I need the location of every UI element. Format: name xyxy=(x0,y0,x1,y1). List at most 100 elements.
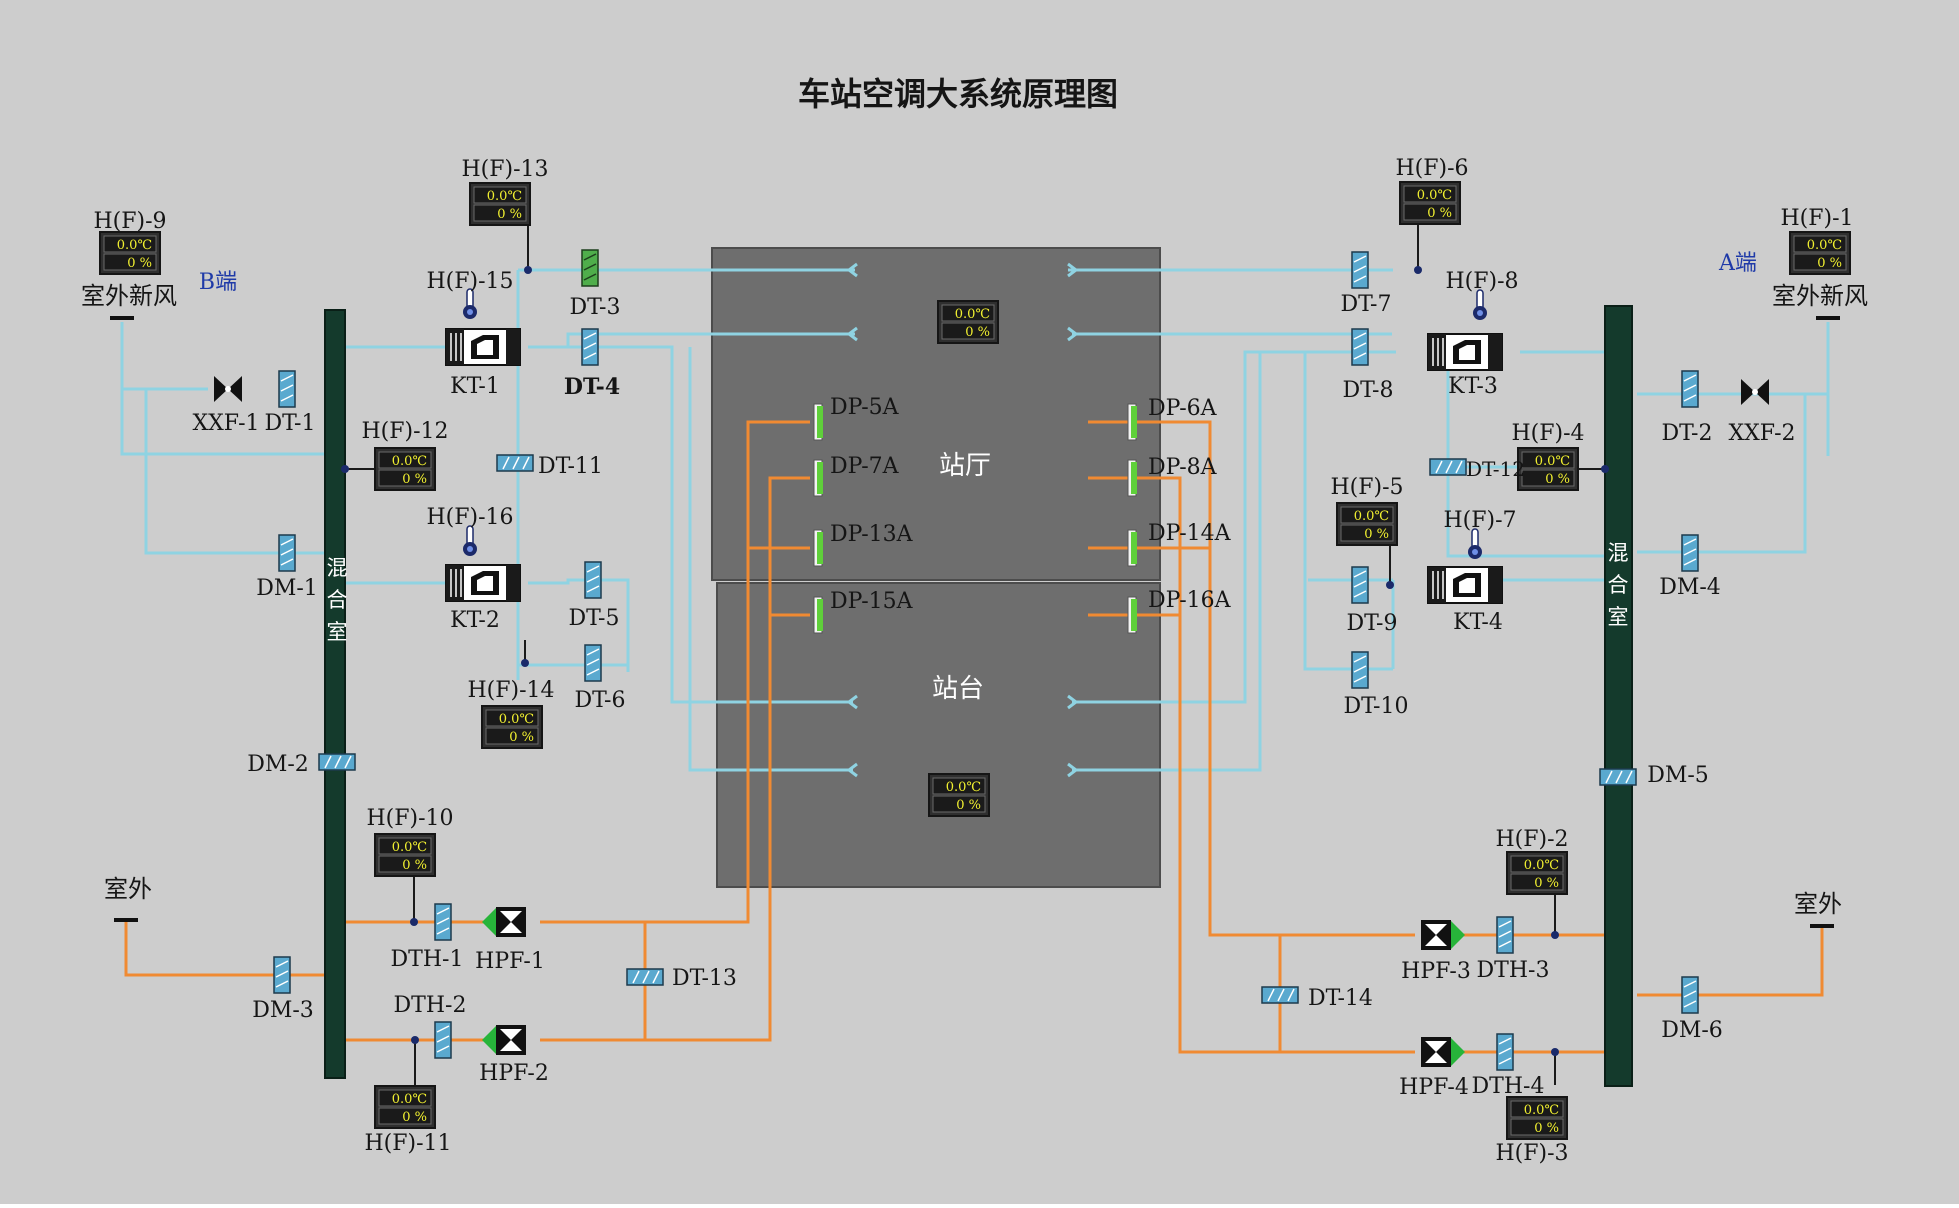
damper-dm-2[interactable] xyxy=(318,753,356,771)
damper-dt-12[interactable] xyxy=(1429,458,1467,476)
sensor-hf14-temperature: 0.0℃ xyxy=(499,712,534,727)
dt-6-label: DT-6 xyxy=(575,688,626,713)
damper-dt-1[interactable] xyxy=(278,370,296,408)
sensor-hf10-humidity: 0 % xyxy=(402,858,427,873)
sensor-hf6-humidity: 0 % xyxy=(1427,206,1452,221)
sensor-hf9-humidity: 0 % xyxy=(127,256,152,271)
hf-15-label: H(F)-15 xyxy=(426,269,513,294)
damper-dth-4[interactable] xyxy=(1496,1033,1514,1071)
hf-10-label: H(F)-10 xyxy=(366,806,453,831)
mixing-chamber-left xyxy=(324,309,346,1079)
hall-readout-humidity: 0 % xyxy=(965,325,990,340)
damper-dt-13[interactable] xyxy=(626,968,664,986)
dp-8a-label: DP-8A xyxy=(1148,455,1218,480)
equipment-labels: KT-1 KT-2 KT-3 KT-4 XXF-1 XXF-2 HPF-1 HP… xyxy=(93,156,1853,1166)
air-handler-kt-1[interactable] xyxy=(445,328,521,366)
damper-dm-3[interactable] xyxy=(273,956,291,994)
damper-dth-3[interactable] xyxy=(1496,916,1514,954)
damper-dm-1[interactable] xyxy=(278,534,296,572)
dth-1-label: DTH-1 xyxy=(391,947,464,972)
damper-dm-4[interactable] xyxy=(1681,534,1699,572)
sensor-hf1-temperature: 0.0℃ xyxy=(1807,238,1842,253)
dt-4-label: DT-4 xyxy=(564,374,620,400)
dp-15a-label: DP-15A xyxy=(830,589,914,614)
sensor-hf3-temperature: 0.0℃ xyxy=(1524,1103,1559,1118)
hf-3-label: H(F)-3 xyxy=(1495,1141,1568,1166)
dt-1-label: DT-1 xyxy=(265,411,316,436)
hpf-1-label: HPF-1 xyxy=(475,949,545,974)
damper-dth-1[interactable] xyxy=(434,903,452,941)
dp-6a-label: DP-6A xyxy=(1148,396,1218,421)
exhaust-outlet-dp-15a[interactable] xyxy=(813,596,824,634)
station-hall-label: 站厅 xyxy=(939,451,991,481)
exhaust-outlet-dp-16a[interactable] xyxy=(1127,596,1138,634)
platform-readout-temperature: 0.0℃ xyxy=(946,780,981,795)
hf-13-label: H(F)-13 xyxy=(461,157,548,182)
sensor-hf2-humidity: 0 % xyxy=(1534,876,1559,891)
sensor-hf5-temperature: 0.0℃ xyxy=(1354,509,1389,524)
sensor-hf9-temperature: 0.0℃ xyxy=(117,238,152,253)
damper-dt-14[interactable] xyxy=(1261,986,1299,1004)
exhaust-outlet-dp-8a[interactable] xyxy=(1127,459,1138,497)
outdoor-exhaust-right-terminal xyxy=(1810,924,1834,928)
dt-3-label: DT-3 xyxy=(570,295,621,320)
damper-dt-11[interactable] xyxy=(496,454,534,472)
damper-dm-6[interactable] xyxy=(1681,976,1699,1014)
sensor-hf12-humidity: 0 % xyxy=(402,472,427,487)
damper-dt-3[interactable] xyxy=(581,249,599,287)
damper-dt-9[interactable] xyxy=(1351,566,1369,604)
sensor-hf5-humidity: 0 % xyxy=(1364,527,1389,542)
mixing-chamber-left-label-3: 室 xyxy=(327,620,348,644)
xxf-1-label: XXF-1 xyxy=(192,411,259,436)
hf-1-label: H(F)-1 xyxy=(1780,206,1853,231)
sensor-hf3-humidity: 0 % xyxy=(1534,1121,1559,1136)
outdoor-exhaust-left-terminal xyxy=(114,918,138,922)
station-platform-label: 站台 xyxy=(932,674,984,704)
exhaust-outlet-dp-13a[interactable] xyxy=(813,529,824,567)
exhaust-outlet-dp-5a[interactable] xyxy=(813,403,824,441)
sensor-hf2-temperature: 0.0℃ xyxy=(1524,858,1559,873)
dm-6-label: DM-6 xyxy=(1661,1018,1723,1043)
readout-values: 0.0℃ 0 % 0.0℃ 0 % 0.0℃ 0 % 0.0℃ 0 % 0.0℃ 0 % 0.0℃ 0… xyxy=(117,188,1842,1136)
damper-dt-7[interactable] xyxy=(1351,251,1369,289)
dth-3-label: DTH-3 xyxy=(1477,958,1550,983)
hf-12-label: H(F)-12 xyxy=(361,419,448,444)
damper-dt-10[interactable] xyxy=(1351,651,1369,689)
hf-4-label: H(F)-4 xyxy=(1511,421,1584,446)
damper-dt-2[interactable] xyxy=(1681,370,1699,408)
damper-dt-4[interactable] xyxy=(581,328,599,366)
damper-dm-5[interactable] xyxy=(1599,768,1637,786)
hpf-3-label: HPF-3 xyxy=(1401,959,1471,984)
dp-16a-label: DP-16A xyxy=(1148,588,1232,613)
hf-2-label: H(F)-2 xyxy=(1495,827,1568,852)
damper-dt-8[interactable] xyxy=(1351,328,1369,366)
dm-3-label: DM-3 xyxy=(252,998,314,1023)
dth-4-label: DTH-4 xyxy=(1472,1074,1545,1099)
dt-2-label: DT-2 xyxy=(1662,421,1713,446)
air-handler-kt-2[interactable] xyxy=(445,564,521,602)
kt-1-label: KT-1 xyxy=(450,374,500,399)
kt-3-label: KT-3 xyxy=(1448,374,1498,399)
hf-16-label: H(F)-16 xyxy=(426,505,513,530)
dp-5a-label: DP-5A xyxy=(830,395,900,420)
diagram-title: 车站空调大系统原理图 xyxy=(798,75,1118,113)
sensor-hf6-temperature: 0.0℃ xyxy=(1417,188,1452,203)
dm-1-label: DM-1 xyxy=(256,576,318,601)
mixing-chamber-right-label-2: 合 xyxy=(1608,573,1629,597)
hf-7-label: H(F)-7 xyxy=(1443,508,1516,533)
air-handler-kt-4[interactable] xyxy=(1427,566,1503,604)
mixing-chamber-right-label-3: 室 xyxy=(1608,605,1629,629)
dt-12-label: DT-12 xyxy=(1466,457,1525,481)
exhaust-outlet-dp-7a[interactable] xyxy=(813,459,824,497)
air-handler-kt-3[interactable] xyxy=(1427,333,1503,371)
mixing-chamber-right xyxy=(1604,305,1633,1087)
kt-4-label: KT-4 xyxy=(1453,610,1503,635)
exhaust-outlet-dp-14a[interactable] xyxy=(1127,529,1138,567)
damper-dth-2[interactable] xyxy=(434,1021,452,1059)
damper-dt-5[interactable] xyxy=(584,561,602,599)
damper-dt-6[interactable] xyxy=(584,644,602,682)
exhaust-outlet-dp-6a[interactable] xyxy=(1127,403,1138,441)
sensor-hf11-humidity: 0 % xyxy=(402,1110,427,1125)
sensor-hf1-humidity: 0 % xyxy=(1817,256,1842,271)
